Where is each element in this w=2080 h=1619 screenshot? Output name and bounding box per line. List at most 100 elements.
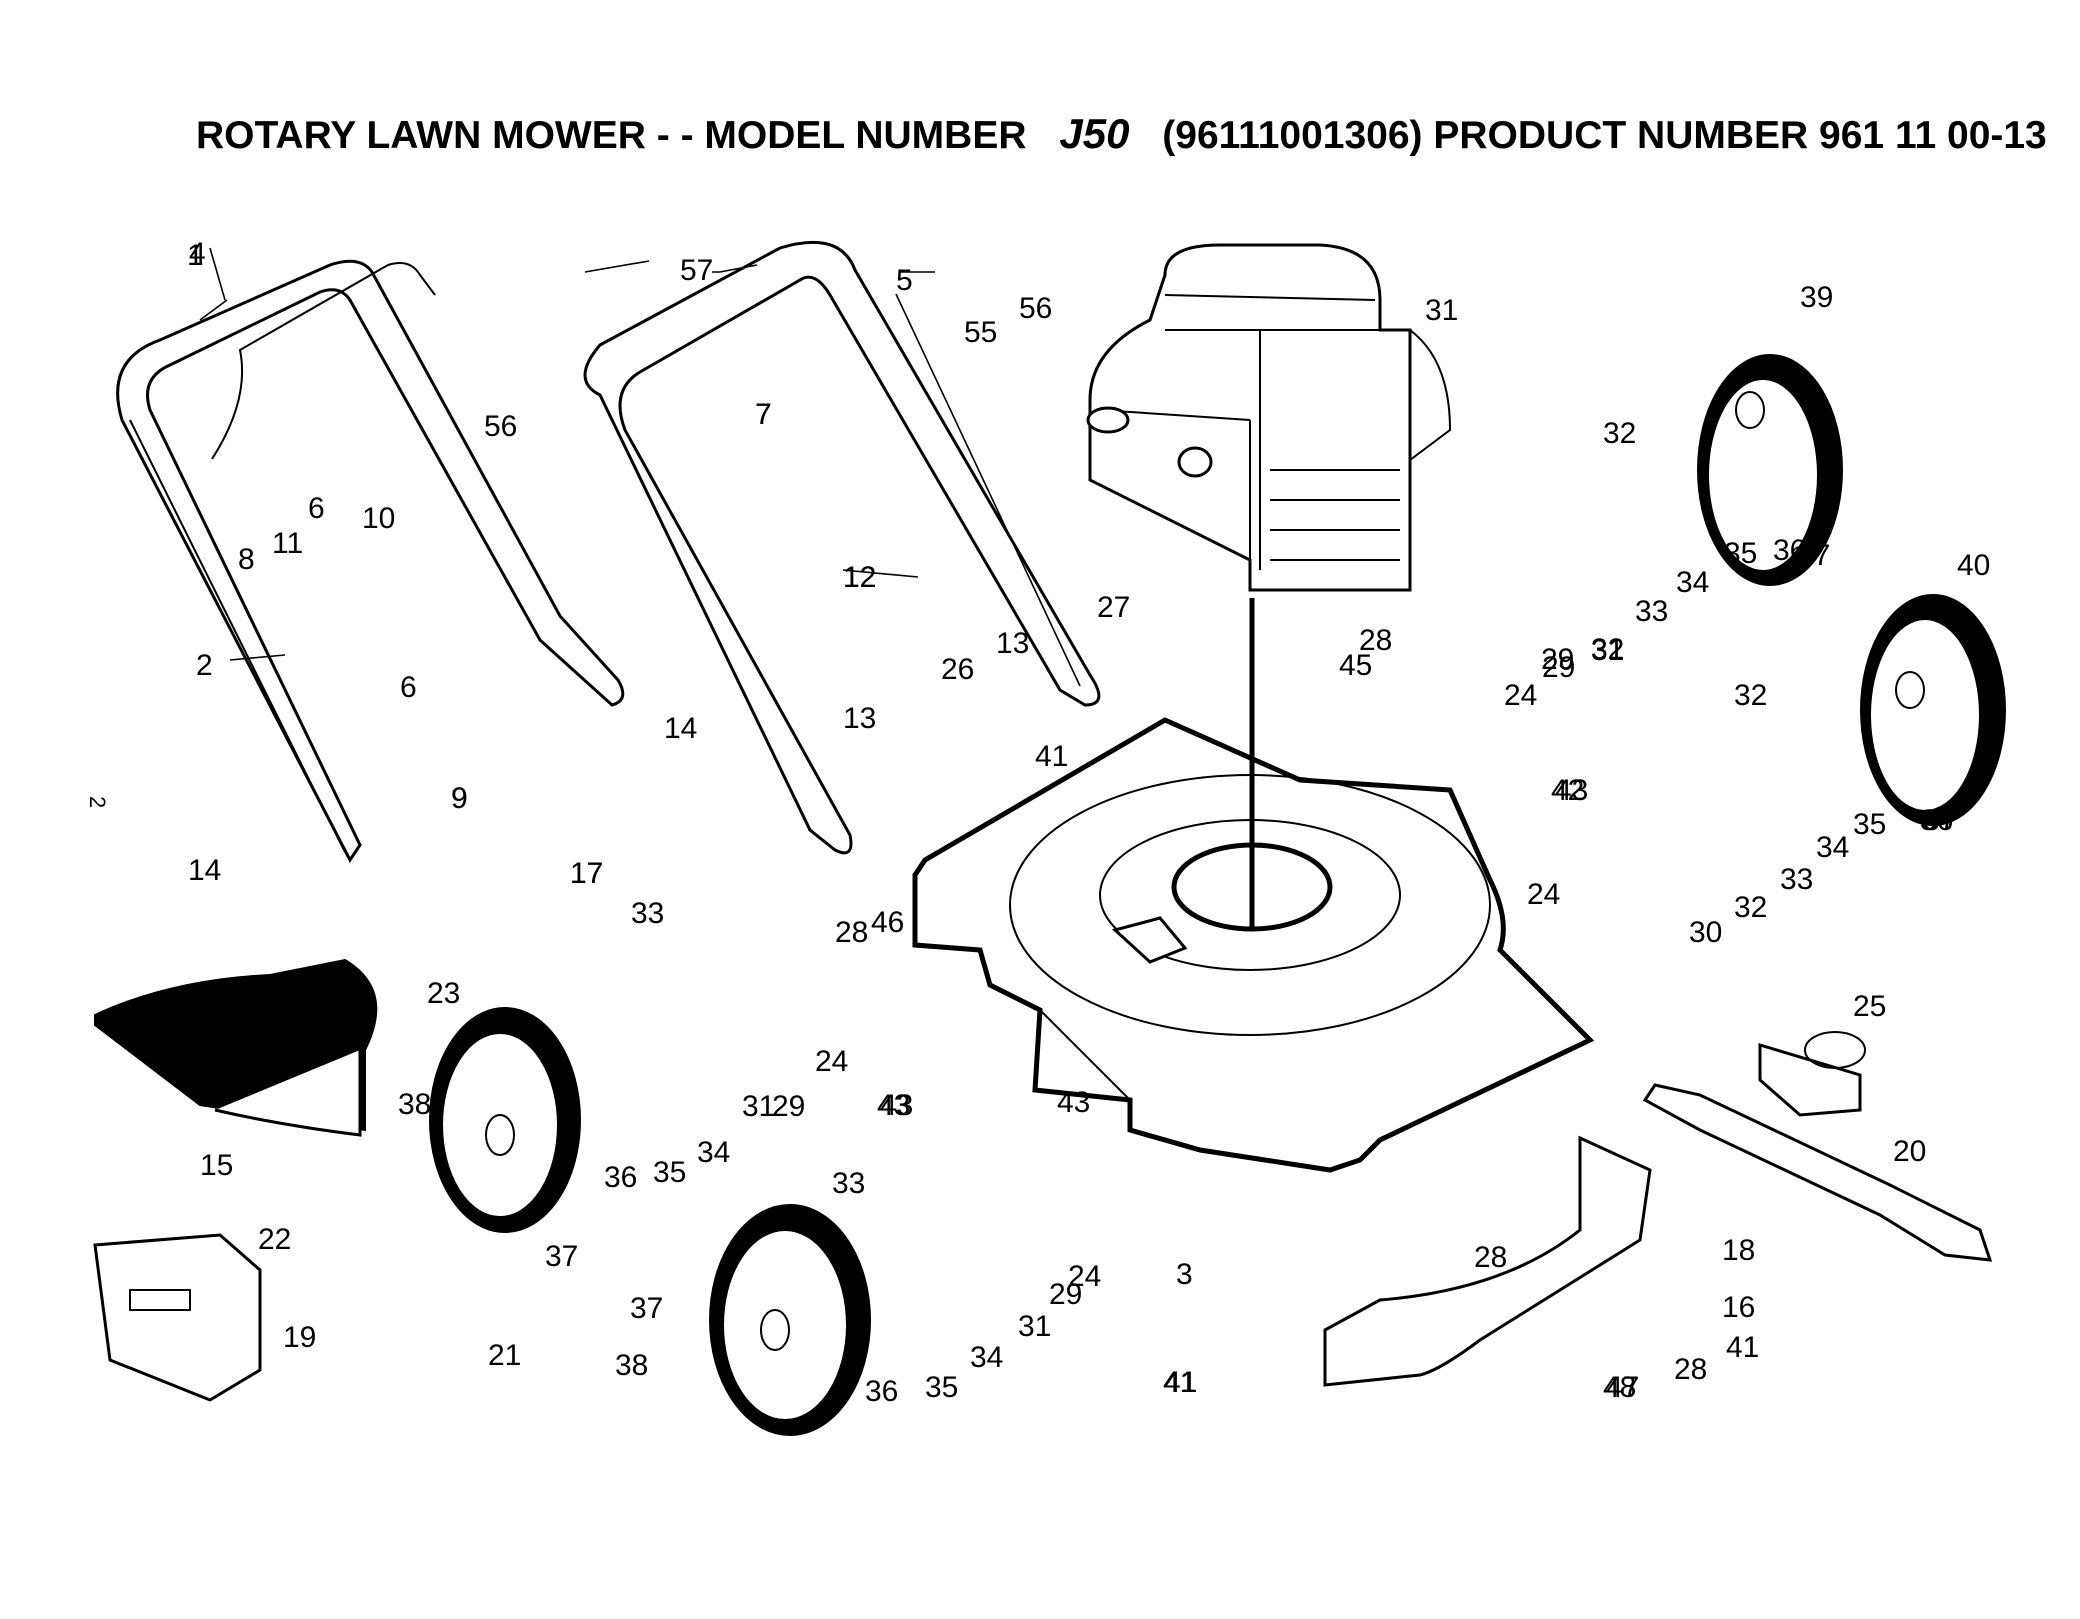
callout-label: 18 <box>1722 1234 1755 1267</box>
control-bail-wire <box>211 262 436 460</box>
callout-label: 3 <box>1176 1258 1193 1291</box>
callout-label: 28 <box>1474 1241 1507 1274</box>
callout-label: 34 <box>970 1341 1003 1374</box>
callout-label: 24 <box>1504 679 1537 712</box>
callout-label: 35 <box>925 1371 958 1404</box>
callout-label: 28 <box>1359 624 1392 657</box>
callout-label: 24 <box>1527 878 1560 911</box>
callout-label: 47 <box>1606 1371 1639 1404</box>
callout-label: 31 <box>1591 634 1624 667</box>
callout-label: 22 <box>258 1223 291 1256</box>
callout-label: 10 <box>362 502 395 535</box>
callout-label: 35 <box>1724 537 1757 570</box>
wheel-rear-left <box>1697 354 1843 586</box>
callout-label: 30 <box>1689 916 1722 949</box>
callout-label: 36 <box>865 1375 898 1408</box>
callout-label: 37 <box>1797 539 1830 572</box>
callout-label: 41 <box>1164 1366 1197 1399</box>
callout-label: 26 <box>941 653 974 686</box>
callout-label: 19 <box>283 1321 316 1354</box>
rear-shield <box>94 958 378 1137</box>
callout-label: 56 <box>1019 292 1052 325</box>
callout-label: 29 <box>1049 1278 1082 1311</box>
callout-label: 14 <box>664 712 697 745</box>
callout-label: 33 <box>1635 595 1668 628</box>
callout-label: 2 <box>196 649 213 682</box>
callout-label: 32 <box>1603 417 1636 450</box>
callout-label: 36 <box>1773 534 1806 567</box>
callout-label: 4 <box>189 237 206 270</box>
upper-handle <box>583 240 1101 855</box>
callout-label: 6 <box>308 492 325 525</box>
callout-label: 13 <box>843 702 876 735</box>
title-prefix: ROTARY LAWN MOWER - - MODEL NUMBER <box>196 114 1027 157</box>
callout-label: 28 <box>1674 1353 1707 1386</box>
callout-label: 29 <box>1542 651 1575 684</box>
callout-label: 16 <box>1722 1291 1755 1324</box>
callout-label: 24 <box>815 1045 848 1078</box>
callout-label: 35 <box>1853 808 1886 841</box>
callout-label: 34 <box>1816 831 1849 864</box>
callout-label: 17 <box>570 857 603 890</box>
callout-label: 42 <box>1551 774 1584 807</box>
callout-label: 43 <box>880 1089 913 1122</box>
callout-label: 36 <box>604 1161 637 1194</box>
callout-label: 43 <box>877 1089 910 1122</box>
callout-label: 56 <box>484 410 517 443</box>
callout-label: 37 <box>1923 804 1956 837</box>
callout-label: 32 <box>1591 633 1624 666</box>
callout-label: 57 <box>680 254 713 287</box>
callout-label: 37 <box>630 1292 663 1325</box>
callout-label: 33 <box>631 897 664 930</box>
callout-label: 21 <box>488 1339 521 1372</box>
callout-label: 25 <box>1853 990 1886 1023</box>
mower-deck <box>912 717 1595 1173</box>
callout-label: 7 <box>755 398 772 431</box>
callout-label: 46 <box>871 906 904 939</box>
callout-label: 29 <box>772 1090 805 1123</box>
callout-label: 28 <box>835 916 868 949</box>
callout-label: 8 <box>238 543 255 576</box>
callout-label: 38 <box>615 1349 648 1382</box>
callout-label: 9 <box>451 782 468 815</box>
callout-label: 43 <box>1555 774 1588 807</box>
callout-label: 23 <box>427 977 460 1010</box>
callout-label: 11 <box>272 527 303 560</box>
callout-label: 32 <box>1734 679 1767 712</box>
callout-label: 29 <box>1541 643 1574 676</box>
callout-label: 34 <box>1676 566 1709 599</box>
callout-label: 41 <box>1035 740 1068 773</box>
baffle <box>1323 1135 1652 1387</box>
lower-handle-left <box>116 259 625 863</box>
callout-label: 31 <box>1425 294 1458 327</box>
diagram-title: ROTARY LAWN MOWER - - MODEL NUMBER J50 (… <box>196 110 2047 157</box>
side-page-mark: 2 <box>85 796 110 808</box>
leader-lines <box>199 247 1081 687</box>
wheel-front-right <box>709 1204 871 1436</box>
callout-label: 48 <box>1603 1371 1636 1404</box>
engine <box>1086 243 1452 592</box>
callout-label: 35 <box>653 1156 686 1189</box>
callout-label: 15 <box>200 1149 233 1182</box>
callout-label: 13 <box>996 627 1029 660</box>
callout-label: 1 <box>187 239 204 272</box>
callout-label: 37 <box>545 1240 578 1273</box>
callout-label: 12 <box>843 561 876 594</box>
callout-label: 5 <box>896 264 913 297</box>
callout-label: 55 <box>964 316 997 349</box>
callout-label: 6 <box>400 671 417 704</box>
title-model: J50 <box>1059 110 1129 157</box>
callout-label: 33 <box>1780 863 1813 896</box>
callout-label: 14 <box>188 854 221 887</box>
callout-label: 17 <box>570 857 603 890</box>
callout-label: 39 <box>1800 281 1833 314</box>
callout-label: 45 <box>1339 649 1372 682</box>
callout-label: 9 <box>451 782 468 815</box>
callout-labels: 1 2 3 4 5 6 6 7 7 8 9 9 10 11 12 12 13 1… <box>187 237 1990 1408</box>
callout-label: 41 <box>1726 1331 1759 1364</box>
mulch-plug <box>93 1233 262 1402</box>
callout-label: 36 <box>1920 804 1953 837</box>
wheel-front-left <box>429 1007 581 1233</box>
callout-label: 34 <box>697 1136 730 1169</box>
